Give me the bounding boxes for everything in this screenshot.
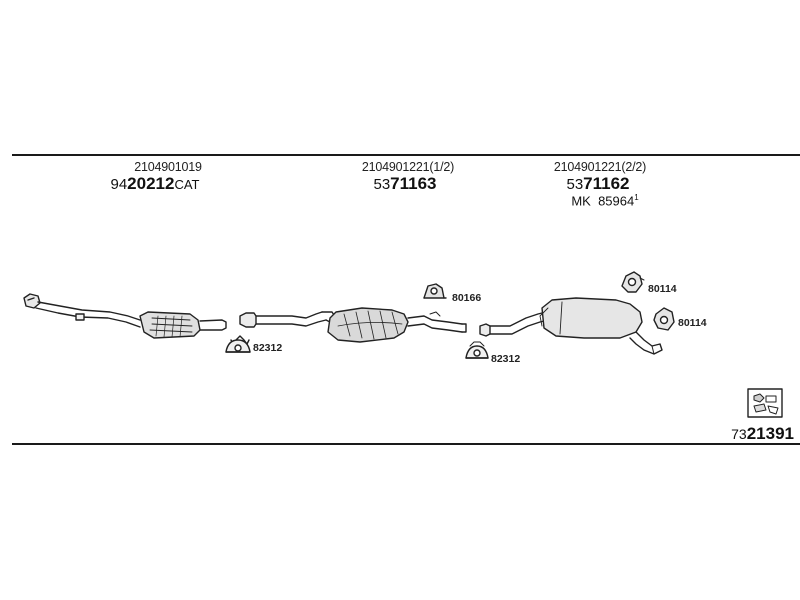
part-number-2-main: 71163 [390, 174, 437, 193]
mount-number-3: 80114 [678, 317, 707, 329]
middle-silencer-drawing [239, 307, 467, 343]
part-number-3: 5371162 [548, 175, 648, 194]
mounting-kit-prefix: MK [571, 193, 591, 209]
oem-number-2: 2104901221(1/2) [361, 160, 455, 174]
top-divider-line [12, 154, 800, 156]
mounting-kit-superscript: 1 [634, 193, 639, 202]
part-number-1-main: 20212 [127, 174, 175, 193]
oem-number-3: 2104901221(2/2) [553, 160, 647, 174]
mount-number-2: 80114 [648, 283, 677, 295]
part-number-1-suffix: CAT [174, 177, 200, 192]
rubber-mount-drawing-3 [653, 307, 675, 331]
clamp-drawing-1 [225, 335, 251, 353]
mounting-kit-number: MK 859641 [560, 193, 650, 208]
bottom-divider-line [12, 443, 800, 445]
oem-number-1: 2104901019 [134, 160, 202, 174]
part-number-3-prefix: 53 [566, 176, 584, 193]
clamp-number-2: 82312 [491, 353, 521, 365]
rubber-mount-drawing-2 [621, 271, 645, 293]
rear-silencer-drawing [479, 297, 663, 355]
rubber-mount-drawing-1 [423, 283, 447, 299]
exhaust-set-prefix: 73 [731, 426, 747, 442]
part-number-2: 5371163 [355, 175, 455, 194]
exhaust-set-main: 21391 [746, 424, 794, 443]
exhaust-set-number: 7321391 [731, 424, 794, 444]
clamp-number-1: 82312 [253, 342, 283, 354]
part-number-1-prefix: 94 [110, 176, 128, 193]
part-number-3-main: 71162 [583, 174, 630, 193]
part-number-2-prefix: 53 [373, 176, 391, 193]
mounting-kit-code: 85964 [598, 193, 635, 209]
part-number-1: 9420212CAT [100, 175, 210, 194]
clamp-drawing-2 [465, 341, 489, 359]
mount-number-1: 80166 [452, 292, 482, 304]
parts-kit-icon [747, 388, 783, 418]
front-pipe-catalyst-drawing [23, 293, 227, 339]
